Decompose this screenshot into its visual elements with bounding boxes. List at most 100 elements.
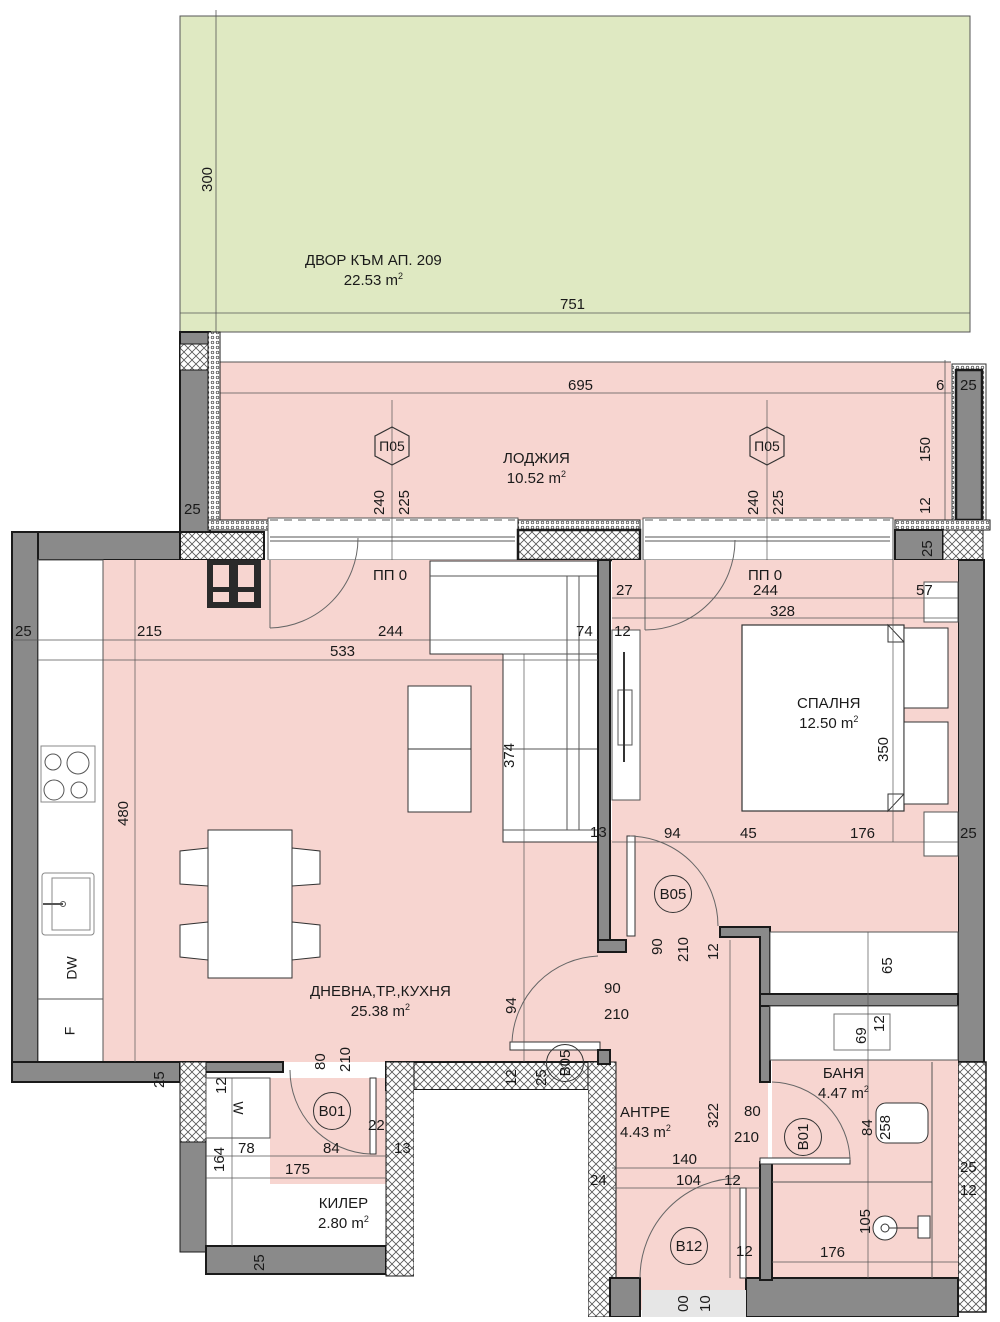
dim-window-right-h: 225 bbox=[770, 489, 787, 515]
washer-label: W bbox=[230, 1101, 247, 1115]
bed bbox=[741, 624, 905, 812]
dim-door-pantry-w: 80 bbox=[312, 1053, 329, 1070]
dim-pantry-22: 22 bbox=[368, 1117, 385, 1134]
dim-loggia-wall: 25 bbox=[960, 377, 977, 394]
dim-bath-105: 105 bbox=[857, 1208, 874, 1234]
sill-right: ПП 0 bbox=[748, 567, 783, 584]
dim-bath-84: 84 bbox=[859, 1119, 876, 1136]
dim-living-13: 13 bbox=[590, 824, 607, 841]
dim-hall-12b: 12 bbox=[503, 1069, 520, 1086]
dim-hall-12a: 12 bbox=[705, 943, 722, 960]
door-tag-living[interactable]: В05 bbox=[546, 1044, 584, 1082]
door-tag-pantry[interactable]: В01 bbox=[313, 1092, 351, 1130]
sup: 2 bbox=[665, 1122, 671, 1133]
dim-hall-24: 24 bbox=[590, 1172, 607, 1189]
dim-door-living-h: 210 bbox=[604, 1006, 630, 1023]
dim-pantry-25: 25 bbox=[251, 1254, 268, 1271]
door-tag-bedroom[interactable]: В05 bbox=[654, 875, 692, 913]
dim-pantry-175: 175 bbox=[285, 1161, 311, 1178]
dim-door-living-w: 90 bbox=[604, 980, 621, 997]
dim-living-480: 480 bbox=[115, 800, 132, 826]
dim-door-bedroom-w: 90 bbox=[649, 938, 666, 955]
yard-area-value: 22.53 m bbox=[343, 271, 398, 289]
dim-boiler: 258 bbox=[877, 1114, 894, 1140]
dim-bath-12b: 12 bbox=[960, 1182, 977, 1199]
dim-bath-176: 176 bbox=[820, 1244, 846, 1261]
door-tag-entry[interactable]: В12 bbox=[670, 1227, 708, 1265]
dim-yard-height: 300 bbox=[199, 166, 216, 192]
dim-living-533: 533 bbox=[330, 643, 356, 660]
dim-door-entry-w: 00 bbox=[675, 1295, 692, 1312]
dim-door-bathroom-w: 80 bbox=[744, 1103, 761, 1120]
dim-window-left-h: 225 bbox=[396, 489, 413, 515]
dim-living-12: 12 bbox=[614, 623, 631, 640]
dim-loggia-width: 695 bbox=[568, 377, 594, 394]
dim-living-244: 244 bbox=[378, 623, 404, 640]
dim-bed-57: 57 bbox=[916, 582, 933, 599]
dim-bed-45: 45 bbox=[740, 825, 757, 842]
room-label-living: ДНЕВНА,ТР.,КУХНЯ 25.38 m2 bbox=[310, 983, 451, 1022]
window-tag-left[interactable]: П05 bbox=[374, 426, 410, 466]
sill-left: ПП 0 bbox=[373, 567, 408, 584]
dim-door-entry-h: 10 bbox=[697, 1295, 714, 1312]
sup: 2 bbox=[863, 1083, 869, 1094]
dim-bed-94: 94 bbox=[664, 825, 681, 842]
bedroom-area-value: 12.50 m bbox=[799, 714, 854, 732]
dim-yard-width: 751 bbox=[560, 296, 586, 313]
fridge-label: F bbox=[61, 1026, 78, 1036]
dim-hall-12d: 12 bbox=[736, 1243, 753, 1260]
room-label-hall: АНТРЕ 4.43 m2 bbox=[620, 1104, 671, 1143]
loggia-area bbox=[219, 362, 951, 520]
sup: 2 bbox=[404, 1001, 410, 1012]
room-label-bedroom: СПАЛНЯ 12.50 m2 bbox=[797, 695, 860, 734]
room-label-bathroom: БАНЯ 4.47 m2 bbox=[818, 1065, 869, 1104]
sup: 2 bbox=[561, 468, 567, 479]
dim-loggia-12: 12 bbox=[917, 497, 934, 514]
bathroom-name: БАНЯ bbox=[822, 1065, 865, 1082]
dim-bed-right-25: 25 bbox=[960, 825, 977, 842]
room-label-yard: ДВОР КЪМ АП. 209 22.53 m2 bbox=[305, 252, 442, 291]
dim-bed-328: 328 bbox=[770, 603, 796, 620]
dim-loggia-left-25: 25 bbox=[184, 501, 201, 518]
dim-pantry-84: 84 bbox=[323, 1140, 340, 1157]
window-tag-right[interactable]: П05 bbox=[749, 426, 785, 466]
loggia-area-value: 10.52 m bbox=[506, 469, 561, 487]
kitchen-counter bbox=[37, 559, 104, 1063]
hall-area-value: 4.43 m bbox=[620, 1123, 666, 1141]
dim-living-94: 94 bbox=[503, 997, 520, 1014]
tag-text: П05 bbox=[754, 438, 780, 454]
living-area-value: 25.38 m bbox=[350, 1002, 405, 1020]
dim-living-bottom-25: 25 bbox=[151, 1071, 168, 1088]
dim-living-left-wall: 25 bbox=[15, 623, 32, 640]
dim-bath-69: 69 bbox=[853, 1027, 870, 1044]
dim-bed-244: 244 bbox=[753, 582, 779, 599]
pantry-name: КИЛЕР bbox=[318, 1195, 369, 1212]
dim-window-right-w: 240 bbox=[745, 489, 762, 515]
dim-hall-25: 25 bbox=[533, 1069, 550, 1086]
dim-window-left-w: 240 bbox=[371, 489, 388, 515]
dim-bed-350: 350 bbox=[875, 736, 892, 762]
loggia-name: ЛОДЖИЯ bbox=[503, 450, 570, 467]
sup: 2 bbox=[363, 1213, 369, 1224]
door-tag-bathroom[interactable]: В01 bbox=[784, 1118, 822, 1156]
dim-pantry-12: 12 bbox=[213, 1077, 230, 1094]
dim-closet-65: 65 bbox=[879, 957, 896, 974]
room-label-pantry: КИЛЕР 2.80 m2 bbox=[318, 1195, 369, 1234]
sup: 2 bbox=[853, 713, 859, 724]
dim-bath-12: 12 bbox=[871, 1015, 888, 1032]
dim-right-wall-25: 25 bbox=[919, 540, 936, 557]
dim-door-pantry-h: 210 bbox=[337, 1046, 354, 1072]
dim-pantry-164: 164 bbox=[211, 1146, 228, 1172]
dim-living-74: 74 bbox=[576, 623, 593, 640]
tag-text: П05 bbox=[379, 438, 405, 454]
dim-living-215: 215 bbox=[137, 623, 163, 640]
bedroom-name: СПАЛНЯ bbox=[797, 695, 861, 712]
dim-hall-12c: 12 bbox=[724, 1172, 741, 1189]
dim-loggia-gap: 6 bbox=[936, 377, 945, 394]
pantry-area-value: 2.80 m bbox=[318, 1214, 364, 1232]
dim-hall-140: 140 bbox=[672, 1151, 698, 1168]
dim-door-bedroom-h: 210 bbox=[675, 936, 692, 962]
dim-bed-176: 176 bbox=[850, 825, 876, 842]
